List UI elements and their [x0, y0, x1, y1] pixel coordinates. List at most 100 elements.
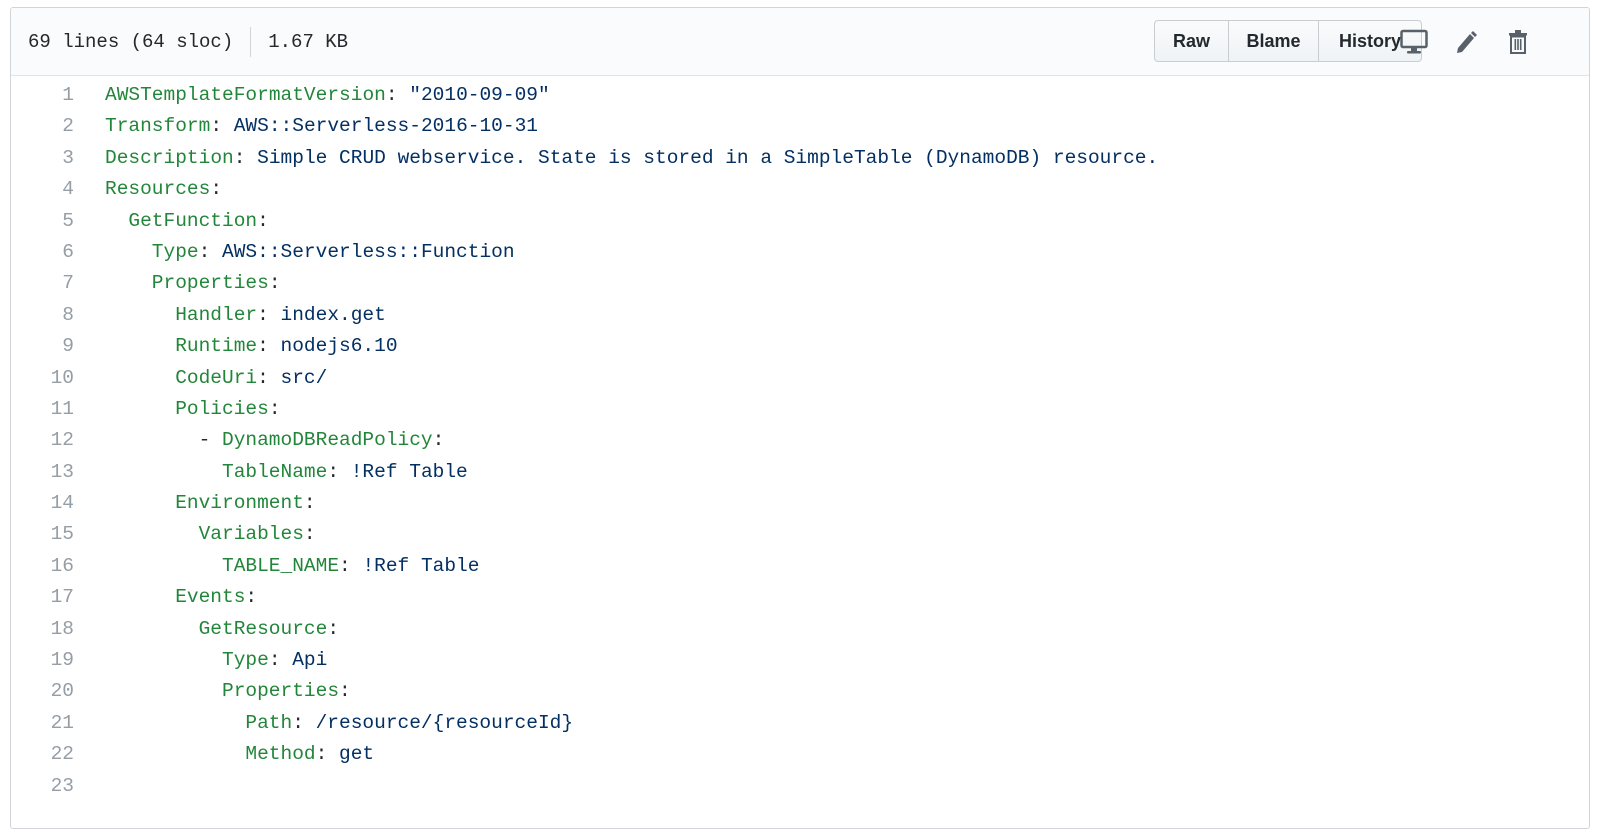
yaml-key: Path — [245, 711, 293, 734]
line-number[interactable]: 6 — [62, 240, 74, 263]
yaml-key: CodeUri — [175, 366, 258, 389]
yaml-key: Type — [222, 649, 269, 672]
space — [269, 335, 281, 357]
line-number[interactable]: 4 — [62, 178, 74, 201]
line-number[interactable]: 8 — [62, 303, 74, 326]
line-content: CodeUri: src/ — [105, 363, 327, 394]
yaml-key: TableName — [222, 460, 328, 483]
space — [281, 649, 293, 671]
line-content: Policies: — [105, 394, 281, 425]
line-content: Variables: — [105, 519, 316, 550]
file-header: 69 lines (64 sloc) 1.67 KB Raw Blame His… — [11, 8, 1589, 76]
line-content: TableName: !Ref Table — [105, 457, 468, 488]
list-dash: - — [198, 429, 222, 452]
line-content: Method: get — [105, 739, 374, 770]
code-line: 19 Type: Api — [11, 645, 1589, 676]
line-number[interactable]: 15 — [50, 523, 74, 546]
line-content: Type: Api — [105, 645, 327, 676]
yaml-key: GetResource — [198, 617, 328, 640]
blame-button[interactable]: Blame — [1229, 20, 1319, 62]
line-number[interactable]: 21 — [50, 711, 74, 734]
space — [222, 115, 234, 137]
file-actions-group: Raw Blame History — [1154, 20, 1422, 62]
line-number[interactable]: 7 — [62, 272, 74, 295]
space — [327, 743, 339, 765]
yaml-value: get — [339, 743, 375, 766]
yaml-key: Environment — [175, 492, 304, 515]
yaml-value: index.get — [280, 303, 386, 326]
line-number[interactable]: 23 — [50, 774, 74, 797]
colon: : — [303, 492, 316, 515]
line-number[interactable]: 12 — [50, 429, 74, 452]
line-number[interactable]: 2 — [62, 115, 74, 138]
line-number[interactable]: 19 — [50, 649, 74, 672]
line-content: Runtime: nodejs6.10 — [105, 331, 398, 362]
line-content: Properties: — [105, 676, 351, 707]
yaml-key: GetFunction — [128, 209, 258, 232]
colon: : — [268, 649, 281, 672]
raw-button[interactable]: Raw — [1154, 20, 1229, 62]
file-size: 1.67 KB — [268, 30, 349, 53]
line-content: Properties: — [105, 268, 281, 299]
line-number[interactable]: 14 — [50, 492, 74, 515]
line-content: Resources: — [105, 174, 222, 205]
history-button[interactable]: History — [1319, 20, 1422, 62]
line-number[interactable]: 20 — [50, 680, 74, 703]
colon: : — [268, 272, 281, 295]
yaml-value: AWS::Serverless-2016-10-31 — [233, 115, 538, 138]
yaml-key: Runtime — [175, 335, 258, 358]
line-number[interactable]: 5 — [62, 209, 74, 232]
colon: : — [327, 460, 340, 483]
yaml-key: Type — [151, 240, 199, 263]
yaml-value: "2010-09-09" — [409, 84, 550, 106]
colon: : — [268, 397, 281, 420]
yaml-key: Policies — [175, 397, 269, 420]
code-line: 13 TableName: !Ref Table — [11, 457, 1589, 488]
line-number[interactable]: 9 — [62, 335, 74, 358]
line-number[interactable]: 3 — [62, 146, 74, 169]
divider — [250, 26, 252, 57]
line-content: Path: /resource/{resourceId} — [105, 708, 573, 739]
pencil-icon[interactable] — [1451, 27, 1481, 57]
code-line: 23 — [11, 771, 1589, 802]
yaml-value: !Ref Table — [350, 460, 468, 483]
line-number[interactable]: 22 — [50, 743, 74, 766]
colon: : — [339, 554, 351, 577]
line-number[interactable]: 16 — [50, 554, 74, 577]
trash-icon[interactable] — [1503, 27, 1533, 57]
desktop-icon[interactable] — [1399, 27, 1429, 57]
yaml-key: Handler — [175, 303, 258, 326]
yaml-value: src/ — [280, 366, 328, 389]
line-number[interactable]: 10 — [50, 366, 74, 389]
line-content: GetFunction: — [105, 206, 269, 237]
code-line: 22 Method: get — [11, 739, 1589, 770]
colon: : — [257, 366, 269, 389]
colon: : — [257, 209, 269, 232]
colon: : — [210, 115, 223, 138]
space — [398, 84, 410, 106]
yaml-value: nodejs6.10 — [280, 335, 398, 358]
yaml-key: TABLE_NAME — [222, 554, 340, 577]
colon: : — [339, 680, 351, 703]
colon: : — [385, 84, 398, 106]
line-number[interactable]: 18 — [50, 617, 74, 640]
yaml-key: Properties — [151, 272, 269, 295]
line-number[interactable]: 1 — [62, 84, 74, 106]
line-number[interactable]: 13 — [50, 460, 74, 483]
line-content: Transform: AWS::Serverless-2016-10-31 — [105, 111, 538, 142]
line-number[interactable]: 17 — [50, 586, 74, 609]
line-number[interactable]: 11 — [50, 397, 74, 420]
colon: : — [233, 146, 246, 169]
yaml-value: Api — [292, 649, 328, 672]
code-line: 20 Properties: — [11, 676, 1589, 707]
file-info: 69 lines (64 sloc) 1.67 KB — [11, 26, 349, 57]
line-count: 69 lines (64 sloc) — [28, 30, 234, 53]
space — [245, 147, 257, 169]
yaml-value: AWS::Serverless::Function — [222, 240, 515, 263]
